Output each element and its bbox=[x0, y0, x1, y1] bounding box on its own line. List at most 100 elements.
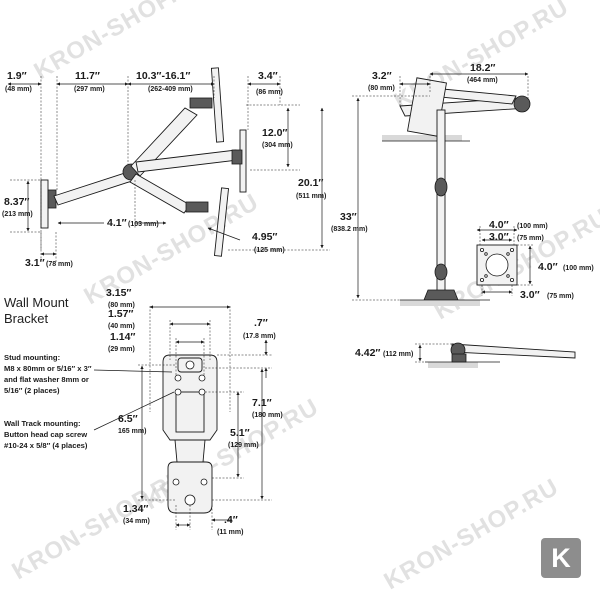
dim-7-1-label: 7.1″ bbox=[252, 397, 272, 409]
dim-0-4-label: .4″ bbox=[224, 514, 238, 526]
dim-8-37-metric: (213 mm) bbox=[2, 211, 33, 218]
upper-arm-lowered bbox=[129, 173, 191, 214]
track-note-line2: Button head cap screw bbox=[4, 430, 87, 439]
stud-note-line2: M8 x 80mm or 5/16″ x 3″ bbox=[4, 364, 92, 373]
track-hole bbox=[174, 374, 182, 382]
stud-note-line1: Stud mounting: bbox=[4, 353, 60, 362]
dim-4-0-top-label: 4.0″ bbox=[489, 219, 509, 231]
dim-7-1-metric: (180 mm) bbox=[252, 412, 283, 419]
watermark-text: KRON-SHOP.RU bbox=[380, 473, 564, 595]
dim-1-34-metric: (34 mm) bbox=[123, 518, 150, 525]
arm-top-joint bbox=[513, 95, 531, 113]
desk-surface-bottom bbox=[400, 300, 480, 306]
dim-18-2-label: 18.2″ bbox=[470, 62, 495, 74]
dim-4-1-metric: (103 mm) bbox=[128, 221, 159, 228]
dim-20-1-metric: (511 mm) bbox=[296, 193, 326, 200]
lower-arm bbox=[53, 171, 136, 206]
stud-note-line3: and flat washer 8mm or bbox=[4, 375, 89, 384]
dim-4-95-metric: (125 mm) bbox=[254, 247, 285, 254]
top-view-drawing bbox=[352, 72, 576, 368]
dim-4-42-label: 4.42″ bbox=[355, 347, 380, 359]
dim-3-4-metric: (86 mm) bbox=[256, 89, 283, 96]
dim-0-7-label: .7″ bbox=[254, 317, 268, 329]
dim-3-4-label: 3.4″ bbox=[258, 70, 278, 82]
dim-6-5-metric: 165 mm) bbox=[118, 428, 146, 435]
dim-3-0-bottom-label: 3.0″ bbox=[520, 289, 540, 301]
low-profile-clamp bbox=[451, 353, 467, 363]
vesa-plate bbox=[476, 244, 518, 286]
dim-3-0-top-label: 3.0″ bbox=[489, 231, 509, 243]
pivot-hole bbox=[200, 478, 208, 486]
tilt-head-middle bbox=[231, 149, 243, 165]
dim-4-95-label: 4.95″ bbox=[252, 231, 277, 243]
dim-4-1-label: 4.1″ bbox=[107, 217, 127, 229]
stud-hole-top bbox=[185, 360, 195, 370]
tilt-head-upper bbox=[189, 97, 213, 109]
upper-arm-raised bbox=[130, 107, 198, 177]
dim-3-1-label: 3.1″ bbox=[25, 257, 45, 269]
wall-plate-block bbox=[47, 189, 57, 209]
monitor-upper bbox=[210, 67, 225, 143]
side-view-drawing bbox=[7, 67, 330, 262]
pivot-hole bbox=[172, 478, 180, 486]
bracket-center-slot bbox=[175, 391, 205, 433]
vesa-center-hole bbox=[485, 253, 509, 277]
dim-11-7-metric: (297 mm) bbox=[74, 86, 105, 93]
logo-letter: K bbox=[551, 542, 571, 573]
dim-3-2-metric: (80 mm) bbox=[368, 85, 395, 92]
dim-1-14-label: 1.14″ bbox=[110, 331, 135, 343]
monitor-lower bbox=[213, 187, 230, 257]
dim-33-label: 33″ bbox=[340, 211, 357, 223]
dim-1-57-metric: (40 mm) bbox=[108, 323, 135, 330]
dim-3-0-bottom-metric: (75 mm) bbox=[547, 293, 574, 300]
dim-5-1-label: 5.1″ bbox=[230, 427, 250, 439]
dim-4-0-side-label: 4.0″ bbox=[538, 261, 558, 273]
dim-10-3-metric: (262-409 mm) bbox=[148, 86, 193, 93]
arm-low-profile bbox=[451, 343, 576, 359]
dim-12-0-label: 12.0″ bbox=[262, 127, 287, 139]
dim-1-9-label: 1.9″ bbox=[7, 70, 27, 82]
tilt-head-lower bbox=[185, 201, 209, 213]
dim-6-5-label: 6.5″ bbox=[118, 413, 138, 425]
stud-hole-bottom bbox=[184, 494, 196, 506]
watermark-text: KRON-SHOP.RU bbox=[8, 463, 192, 585]
dim-10-3-label: 10.3″-16.1″ bbox=[136, 70, 190, 82]
dim-4-42-metric: (112 mm) bbox=[383, 351, 413, 358]
k-logo: K bbox=[541, 538, 581, 578]
dim-4-0-side-metric: (100 mm) bbox=[563, 265, 594, 272]
dim-3-15-label: 3.15″ bbox=[106, 287, 131, 299]
dim-3-15-metric: (80 mm) bbox=[108, 302, 135, 309]
wall-plate bbox=[40, 179, 49, 229]
dim-0-7-metric: (17.8 mm) bbox=[243, 333, 276, 340]
stud-note-line4: 5/16″ (2 places) bbox=[4, 386, 60, 395]
dim-8-37-label: 8.37″ bbox=[4, 196, 29, 208]
dim-33-metric: (838.2 mm) bbox=[331, 226, 368, 233]
pole-clamp-lower bbox=[434, 263, 448, 281]
dim-12-0-metric: (304 mm) bbox=[262, 142, 293, 149]
track-hole bbox=[174, 388, 182, 396]
track-hole bbox=[198, 388, 206, 396]
dim-5-1-metric: (129 mm) bbox=[228, 442, 259, 449]
track-note-line1: Wall Track mounting: bbox=[4, 419, 81, 428]
bracket-title-line2: Bracket bbox=[4, 311, 48, 326]
dim-11-7-label: 11.7″ bbox=[75, 70, 100, 82]
bracket-title-line1: Wall Mount bbox=[4, 295, 69, 310]
dim-0-4-metric: (11 mm) bbox=[217, 529, 243, 536]
dim-1-14-metric: (29 mm) bbox=[108, 346, 135, 353]
dim-3-1-metric: (78 mm) bbox=[46, 261, 73, 268]
track-note-line3: #10-24 x 5/8″ (4 places) bbox=[4, 441, 88, 450]
bracket-neck bbox=[174, 439, 206, 463]
dim-1-9-metric: (48 mm) bbox=[5, 86, 32, 93]
bracket-drawing bbox=[93, 305, 272, 530]
dim-20-1-label: 20.1″ bbox=[298, 177, 323, 189]
dim-3-0-top-metric: (75 mm) bbox=[517, 235, 544, 242]
desk-surface-top bbox=[382, 135, 462, 141]
dim-18-2-metric: (464 mm) bbox=[467, 77, 498, 84]
track-hole bbox=[198, 374, 206, 382]
dim-1-57-label: 1.57″ bbox=[108, 308, 133, 320]
dim-1-34-label: 1.34″ bbox=[123, 503, 148, 515]
dim-4-0-top-metric: (100 mm) bbox=[517, 223, 548, 230]
desk-surface-low bbox=[428, 362, 478, 368]
pole-clamp-upper bbox=[434, 177, 448, 197]
